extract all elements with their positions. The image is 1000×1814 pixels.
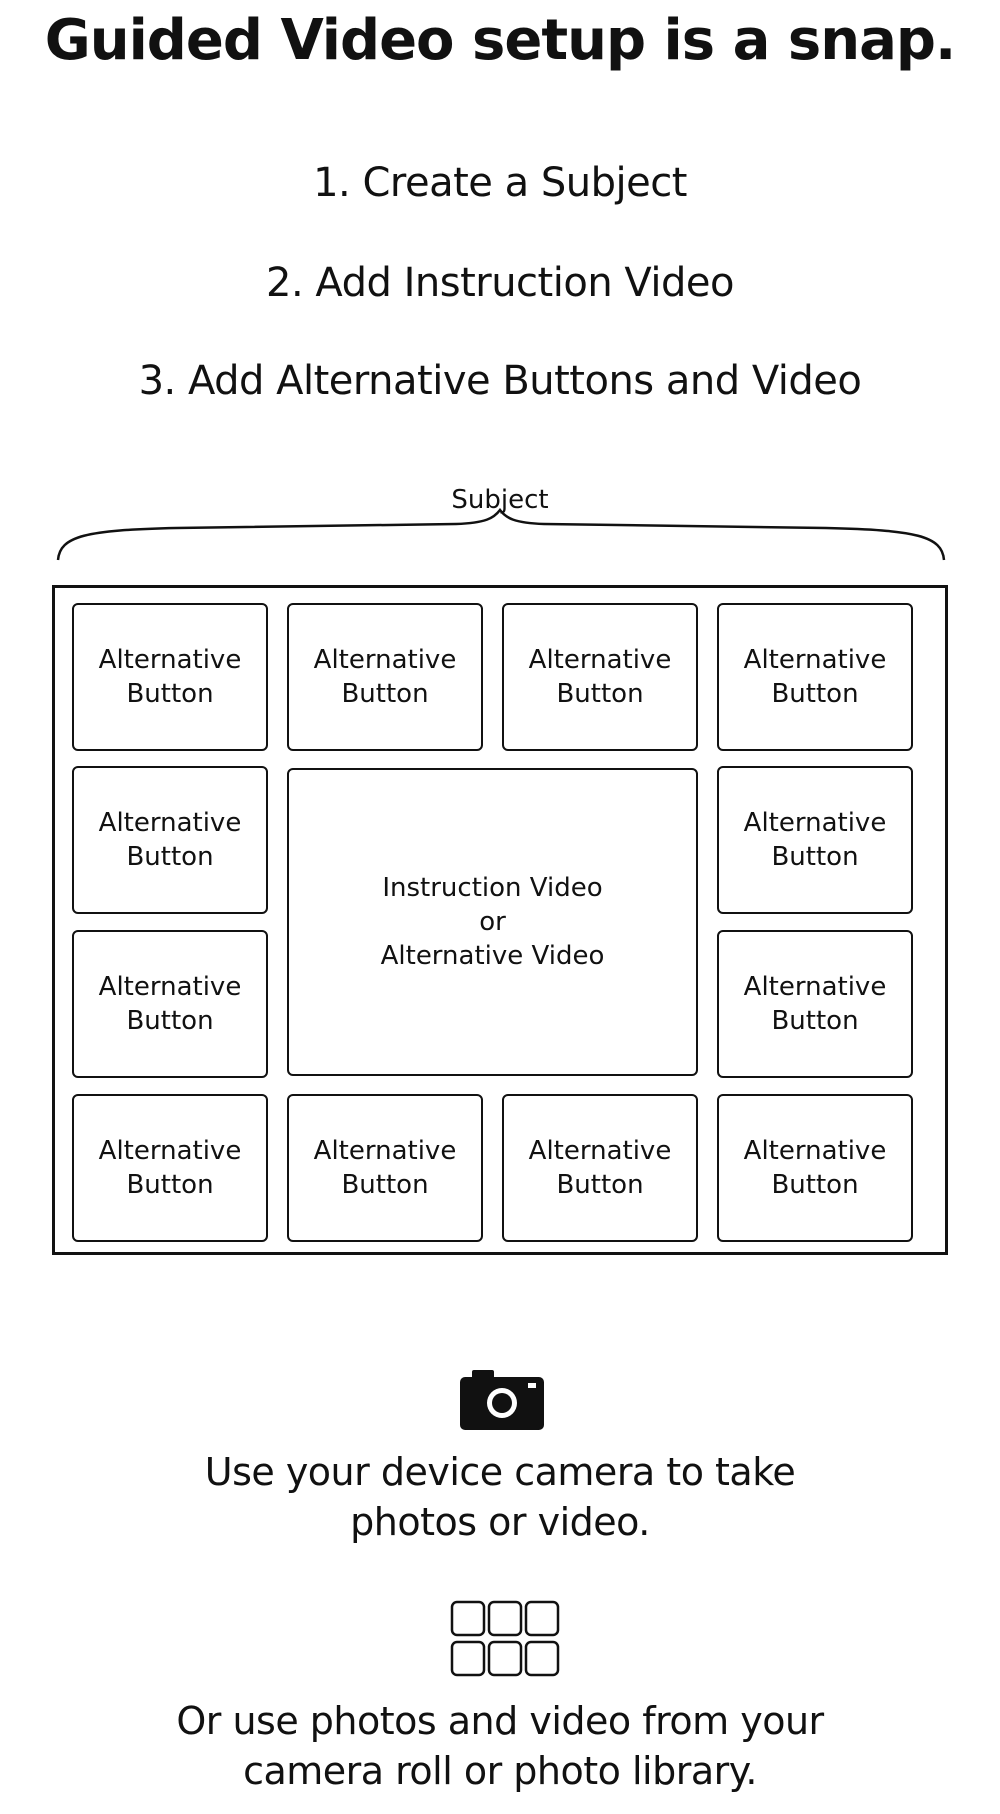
alternative-button-label: Alternative Button — [528, 1136, 672, 1200]
step-add-instruction-video: 2. Add Instruction Video — [266, 260, 734, 306]
camera-icon — [460, 1370, 544, 1430]
alternative-button-label: Alternative Button — [743, 972, 887, 1036]
alternative-button-label: Alternative Button — [743, 1136, 887, 1200]
library-description: Or use photos and video from your camera… — [0, 1696, 1000, 1796]
alternative-button-label: Alternative Button — [98, 1136, 242, 1200]
alternative-button[interactable]: Alternative Button — [72, 603, 268, 751]
alternative-button-label: Alternative Button — [313, 645, 457, 709]
alternative-button[interactable]: Alternative Button — [72, 930, 268, 1078]
alternative-button-label: Alternative Button — [743, 808, 887, 872]
alternative-button[interactable]: Alternative Button — [502, 603, 698, 751]
subject-frame: Alternative Button Alternative Button Al… — [52, 585, 948, 1255]
alternative-button-label: Alternative Button — [98, 808, 242, 872]
step-create-subject: 1. Create a Subject — [313, 160, 687, 206]
alternative-button[interactable]: Alternative Button — [717, 766, 913, 914]
alternative-button[interactable]: Alternative Button — [717, 930, 913, 1078]
alternative-button-label: Alternative Button — [743, 645, 887, 709]
alternative-button-label: Alternative Button — [313, 1136, 457, 1200]
grid-icon — [450, 1600, 560, 1677]
alternative-button[interactable]: Alternative Button — [717, 603, 913, 751]
camera-description: Use your device camera to take photos or… — [0, 1447, 1000, 1547]
alternative-button[interactable]: Alternative Button — [502, 1094, 698, 1242]
alternative-button[interactable]: Alternative Button — [717, 1094, 913, 1242]
camera-description-text: Use your device camera to take photos or… — [204, 1450, 796, 1544]
page-title: Guided Video setup is a snap. — [44, 8, 956, 73]
subject-brace — [56, 508, 946, 561]
alternative-button[interactable]: Alternative Button — [287, 603, 483, 751]
step-add-alternative-buttons: 3. Add Alternative Buttons and Video — [138, 358, 862, 404]
alternative-button-label: Alternative Button — [528, 645, 672, 709]
alternative-button[interactable]: Alternative Button — [72, 1094, 268, 1242]
alternative-button-label: Alternative Button — [98, 645, 242, 709]
alternative-button[interactable]: Alternative Button — [72, 766, 268, 914]
alternative-button[interactable]: Alternative Button — [287, 1094, 483, 1242]
video-area[interactable]: Instruction Video or Alternative Video — [287, 768, 698, 1076]
alternative-button-label: Alternative Button — [98, 972, 242, 1036]
library-description-text: Or use photos and video from your camera… — [176, 1699, 824, 1793]
video-area-label: Instruction Video or Alternative Video — [380, 873, 605, 971]
